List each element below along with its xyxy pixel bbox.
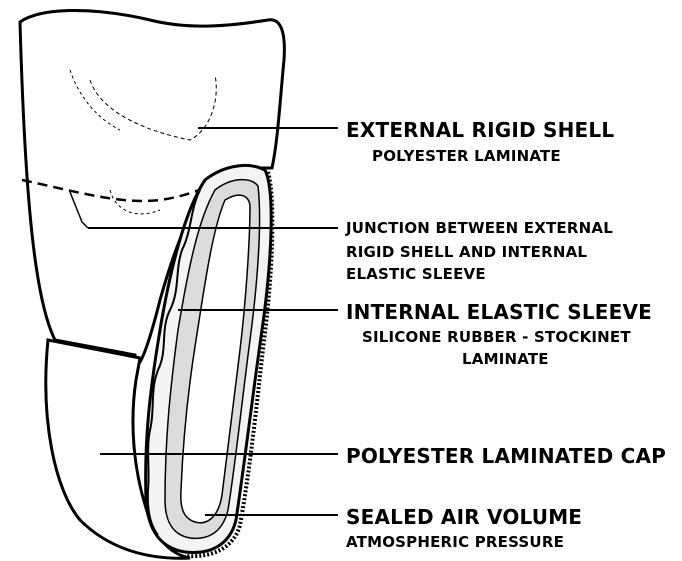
label-internal-sleeve-title: INTERNAL ELASTIC SLEEVE [346, 300, 652, 324]
label-internal-sleeve-sub2: LAMINATE [462, 349, 549, 370]
label-junction-line3: ELASTIC SLEEVE [346, 264, 486, 285]
label-internal-sleeve-sub1: SILICONE RUBBER - STOCKINET [362, 327, 631, 348]
label-external-shell-title: EXTERNAL RIGID SHELL [346, 118, 614, 142]
label-junction-line2: RIGID SHELL AND INTERNAL [346, 242, 587, 263]
label-air-sub: ATMOSPHERIC PRESSURE [346, 532, 564, 553]
label-junction-line1: JUNCTION BETWEEN EXTERNAL [346, 218, 613, 239]
label-cap-title: POLYESTER LAMINATED CAP [346, 444, 666, 468]
label-air-title: SEALED AIR VOLUME [346, 505, 582, 529]
label-external-shell-sub: POLYESTER LAMINATE [372, 146, 561, 167]
